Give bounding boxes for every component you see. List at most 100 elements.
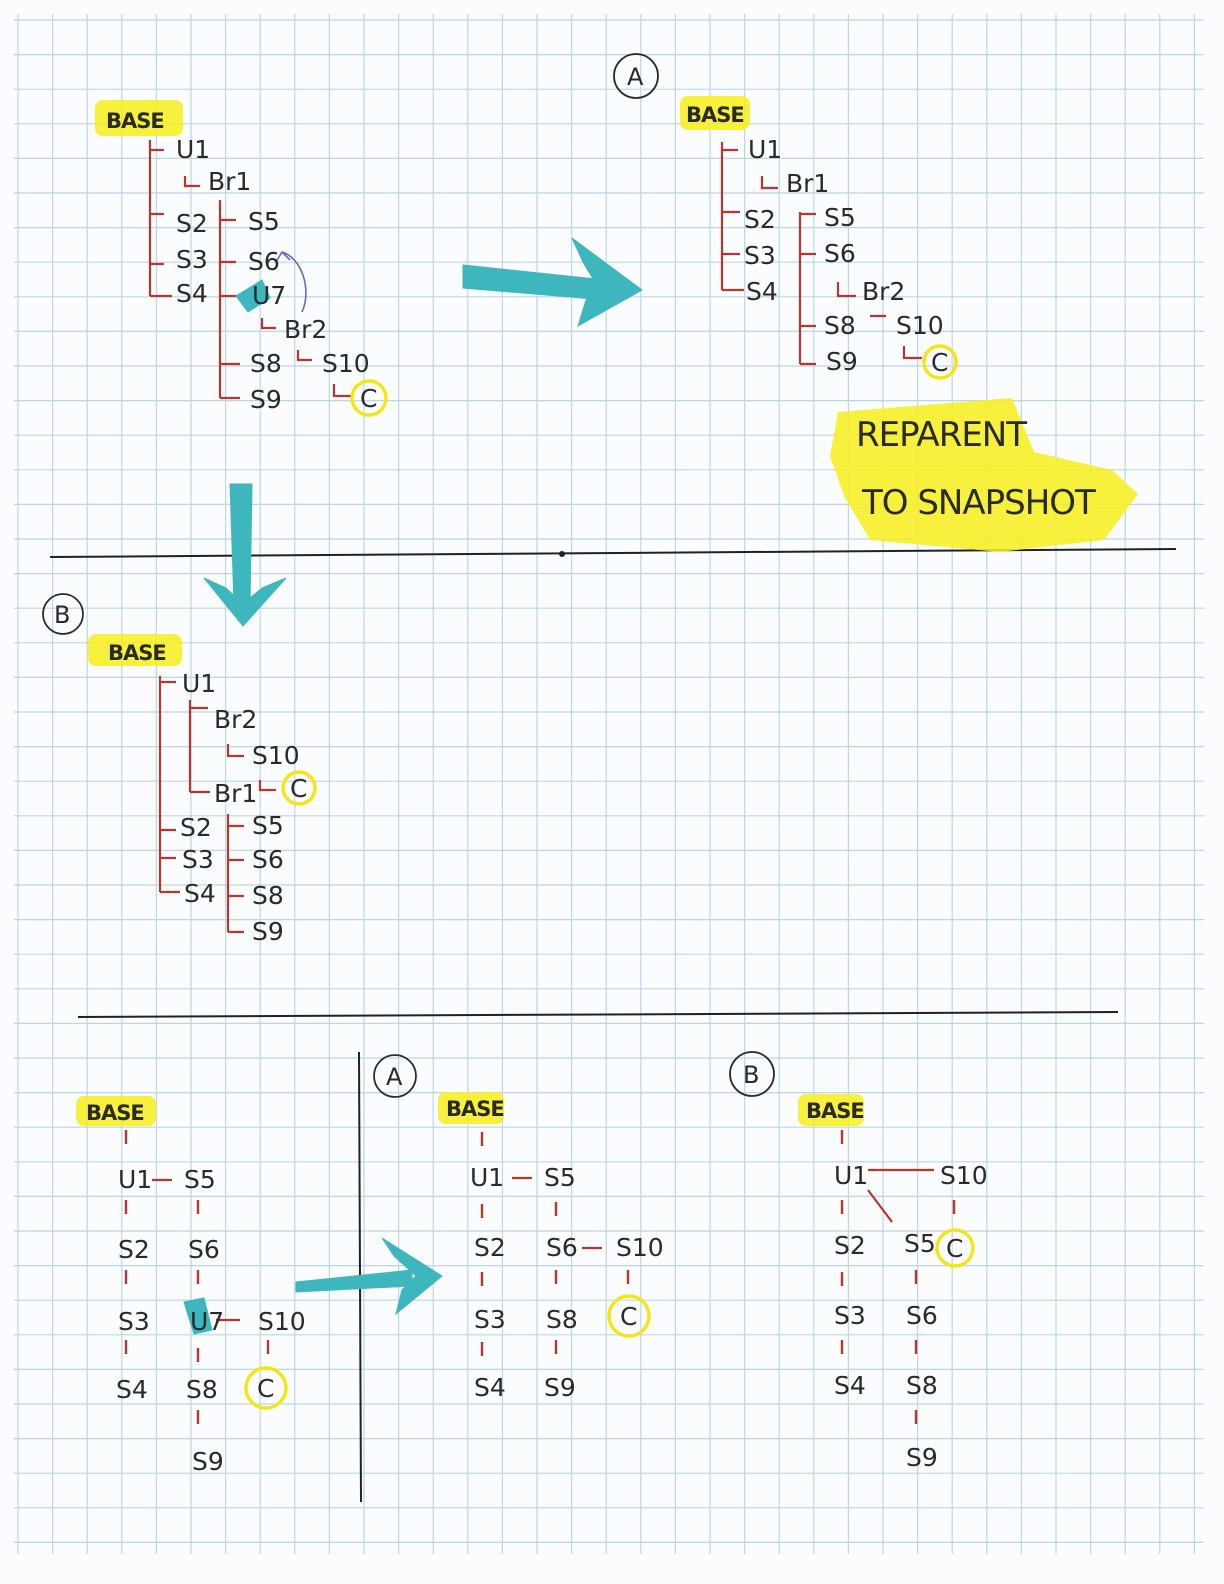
node-s2: S2 xyxy=(176,209,208,238)
tree-edges xyxy=(158,676,276,934)
node-s6: S6 xyxy=(546,1233,578,1262)
divider-middle xyxy=(77,1011,1119,1018)
node-s2: S2 xyxy=(118,1235,150,1264)
marker-a-label: A xyxy=(386,1063,403,1091)
node-s9: S9 xyxy=(544,1373,576,1402)
node-c: C xyxy=(620,1302,637,1331)
marker-b-label: B xyxy=(54,601,70,629)
node-br2: Br2 xyxy=(284,315,327,344)
base-label: BASE xyxy=(806,1099,864,1123)
node-s10: S10 xyxy=(940,1161,988,1190)
tree-edges xyxy=(148,140,352,400)
node-s4: S4 xyxy=(474,1373,506,1402)
chain-edges xyxy=(840,1130,956,1436)
c-highlight-ring xyxy=(244,1366,288,1410)
node-s6: S6 xyxy=(188,1235,220,1264)
c-highlight-ring xyxy=(922,344,958,380)
arrow-down-head xyxy=(203,577,287,627)
node-s3: S3 xyxy=(834,1301,866,1330)
u7-marker xyxy=(183,1297,213,1335)
node-s2: S2 xyxy=(744,205,776,234)
node-s6: S6 xyxy=(906,1301,938,1330)
node-u1: U1 xyxy=(834,1161,868,1190)
node-s5: S5 xyxy=(248,207,280,236)
node-s2: S2 xyxy=(834,1231,866,1260)
arrow-right-head xyxy=(571,237,643,328)
node-s9: S9 xyxy=(192,1447,224,1476)
u7-marker xyxy=(235,279,271,313)
base-highlight xyxy=(88,634,182,666)
node-s9: S9 xyxy=(250,385,282,414)
marker-a-circle xyxy=(373,1054,417,1098)
node-u1: U1 xyxy=(748,135,782,164)
node-s2: S2 xyxy=(474,1233,506,1262)
node-s5: S5 xyxy=(252,811,284,840)
base-label: BASE xyxy=(686,103,744,127)
branch-edges xyxy=(152,1178,240,1322)
node-s5: S5 xyxy=(544,1163,576,1192)
node-s6: S6 xyxy=(252,845,284,874)
node-s8: S8 xyxy=(906,1371,938,1400)
base-label: BASE xyxy=(106,109,164,133)
grid-lines xyxy=(14,14,1204,1554)
node-u7: U7 xyxy=(190,1307,224,1336)
arrow-right-shaft xyxy=(462,264,606,301)
node-c: C xyxy=(946,1234,963,1263)
base-label: BASE xyxy=(446,1097,504,1121)
marker-a-circle xyxy=(613,53,659,99)
node-br1: Br1 xyxy=(208,167,251,196)
node-s4: S4 xyxy=(834,1371,866,1400)
node-s3: S3 xyxy=(176,245,208,274)
arrow-down-top xyxy=(203,483,287,627)
node-s10: S10 xyxy=(616,1233,664,1262)
c-highlight-ring xyxy=(281,770,317,806)
node-s4: S4 xyxy=(184,879,216,908)
node-s10: S10 xyxy=(258,1307,306,1336)
node-u1: U1 xyxy=(182,669,216,698)
node-s10: S10 xyxy=(252,741,300,770)
c-highlight-ring xyxy=(607,1294,651,1338)
base-label: BASE xyxy=(86,1101,144,1125)
node-u1: U1 xyxy=(176,135,210,164)
tree-edges xyxy=(720,142,922,366)
move-curve xyxy=(275,251,307,313)
arrow-bottom-head xyxy=(381,1237,443,1316)
marker-b-circle xyxy=(42,593,84,635)
bottom-option-a-graph: A BASE U1 S5 S2 S6 S10 S3 S8 C S4 S9 xyxy=(373,1054,664,1402)
node-s3: S3 xyxy=(182,845,214,874)
marker-b-label: B xyxy=(743,1061,759,1089)
top-option-b-tree: B BASE U1 Br2 S10 C Br1 S2 S3 S4 S5 S6 S… xyxy=(42,593,317,946)
node-s3: S3 xyxy=(118,1307,150,1336)
node-s4: S4 xyxy=(116,1375,148,1404)
node-s6: S6 xyxy=(248,247,280,276)
chain-edges xyxy=(480,1132,630,1364)
node-s3: S3 xyxy=(744,241,776,270)
top-before-tree: BASE U1 Br1 S2 S3 S4 S5 S6 U7 Br2 S8 S10… xyxy=(95,100,388,417)
base-highlight xyxy=(680,96,750,130)
base-highlight xyxy=(798,1094,864,1126)
divider-dot xyxy=(559,551,565,557)
node-u1: U1 xyxy=(118,1165,152,1194)
node-c: C xyxy=(360,384,377,413)
node-s3: S3 xyxy=(474,1305,506,1334)
node-s10: S10 xyxy=(322,349,370,378)
base-highlight xyxy=(95,100,183,136)
node-s8: S8 xyxy=(252,881,284,910)
node-s9: S9 xyxy=(252,917,284,946)
branch-edges xyxy=(512,1176,602,1250)
marker-a-label: A xyxy=(627,63,644,91)
node-s4: S4 xyxy=(746,277,778,306)
arrow-right-top xyxy=(462,237,643,328)
chain-edges xyxy=(124,1130,270,1440)
c-highlight-ring xyxy=(350,379,388,417)
node-c: C xyxy=(931,348,948,377)
node-s8: S8 xyxy=(546,1305,578,1334)
node-s8: S8 xyxy=(186,1375,218,1404)
node-s9: S9 xyxy=(826,347,858,376)
arrow-bottom-shaft xyxy=(295,1269,413,1293)
node-c: C xyxy=(257,1374,274,1403)
caption-line-1: REPARENT xyxy=(856,415,1027,455)
node-s5: S5 xyxy=(904,1229,936,1258)
bottom-before-graph: BASE U1 S5 S2 S6 S3 U7 S10 S4 S8 C S9 xyxy=(76,1096,306,1476)
